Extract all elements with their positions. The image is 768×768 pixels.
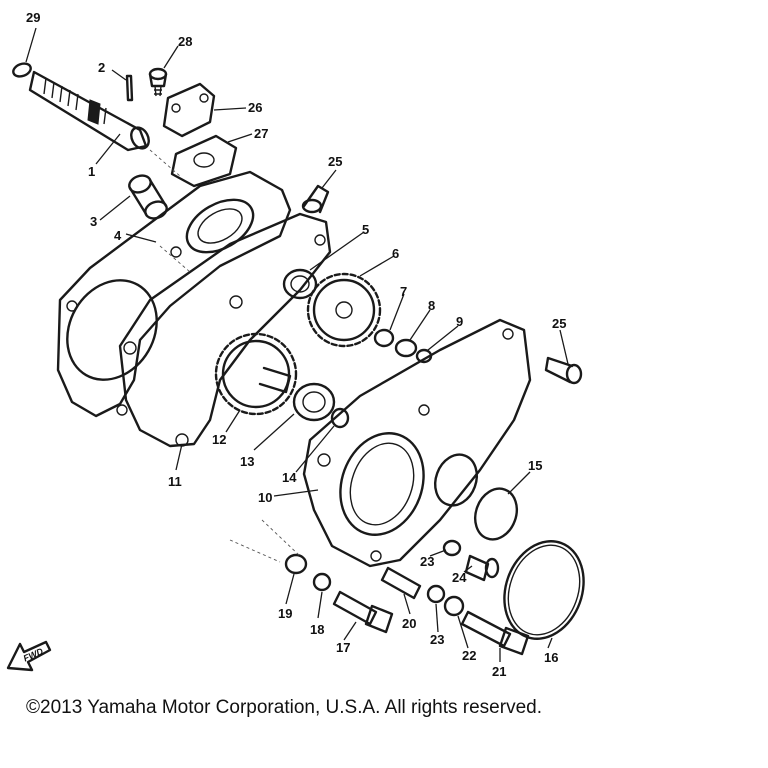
callout-16: 16 [544, 650, 558, 665]
part-17-bolt [332, 590, 394, 634]
part-13-bearing [292, 382, 336, 422]
callout-2: 2 [98, 60, 105, 75]
leader-lines [25, 27, 569, 662]
callout-21: 21 [492, 664, 506, 679]
callout-19: 19 [278, 606, 292, 621]
part-25-screw-upper [301, 184, 330, 214]
part-14-clip [330, 407, 350, 429]
part-8-washer [394, 338, 418, 358]
callout-4: 4 [114, 228, 122, 243]
callout-15: 15 [528, 458, 542, 473]
part-18-washer [312, 572, 332, 592]
copyright-notice: ©2013 Yamaha Motor Corporation, U.S.A. A… [26, 697, 542, 718]
part-20-dowel [380, 566, 422, 600]
part-25-screw-right [544, 356, 583, 385]
callout-25-right: 25 [552, 316, 566, 331]
part-26-cover-plate [162, 82, 216, 138]
fwd-label: FWD [22, 646, 45, 664]
callout-29: 29 [26, 10, 40, 25]
part-27-gasket [170, 134, 238, 188]
callout-24: 24 [452, 570, 467, 585]
callouts: 29 2 28 26 27 1 3 4 25 5 6 7 8 9 25 12 1… [26, 10, 566, 679]
callout-27: 27 [254, 126, 268, 141]
part-19-washer [284, 553, 308, 575]
part-6-gear [306, 272, 382, 348]
callout-22: 22 [462, 648, 476, 663]
callout-17: 17 [336, 640, 350, 655]
part-15-oring [474, 487, 518, 541]
part-4-housing [56, 170, 292, 418]
part-21-bolt [460, 610, 530, 656]
callout-14: 14 [282, 470, 297, 485]
part-10-cover [302, 318, 532, 568]
callout-25-upper: 25 [328, 154, 342, 169]
part-28-screw [148, 67, 168, 97]
part-3-bushing [128, 174, 168, 220]
part-11-gasket [118, 212, 332, 448]
part-2-pin [125, 74, 134, 102]
part-5-bearing [282, 268, 318, 300]
part-29-oring [12, 62, 32, 78]
callout-18: 18 [310, 622, 324, 637]
callout-12: 12 [212, 432, 226, 447]
callout-23-upper: 23 [420, 554, 434, 569]
part-24-bolt [464, 554, 500, 582]
callout-3: 3 [90, 214, 97, 229]
callout-5: 5 [362, 222, 369, 237]
callout-8: 8 [428, 298, 435, 313]
fwd-arrow-icon: FWD [6, 640, 52, 672]
callout-20: 20 [402, 616, 416, 631]
assembly-lines [149, 149, 301, 563]
part-22-washer [443, 595, 465, 617]
callout-23-lower: 23 [430, 632, 444, 647]
part-7-washer [373, 328, 395, 348]
part-23-washer-a [442, 539, 462, 557]
callout-1: 1 [88, 164, 95, 179]
callout-11: 11 [168, 474, 182, 489]
callout-10: 10 [258, 490, 272, 505]
callout-28: 28 [178, 34, 192, 49]
part-1-shaft [28, 70, 150, 152]
callout-7: 7 [400, 284, 407, 299]
callout-6: 6 [392, 246, 399, 261]
callout-13: 13 [240, 454, 254, 469]
part-23-washer-b [426, 584, 446, 604]
callout-9: 9 [456, 314, 463, 329]
part-12-gear [214, 332, 298, 416]
callout-26: 26 [248, 100, 262, 115]
